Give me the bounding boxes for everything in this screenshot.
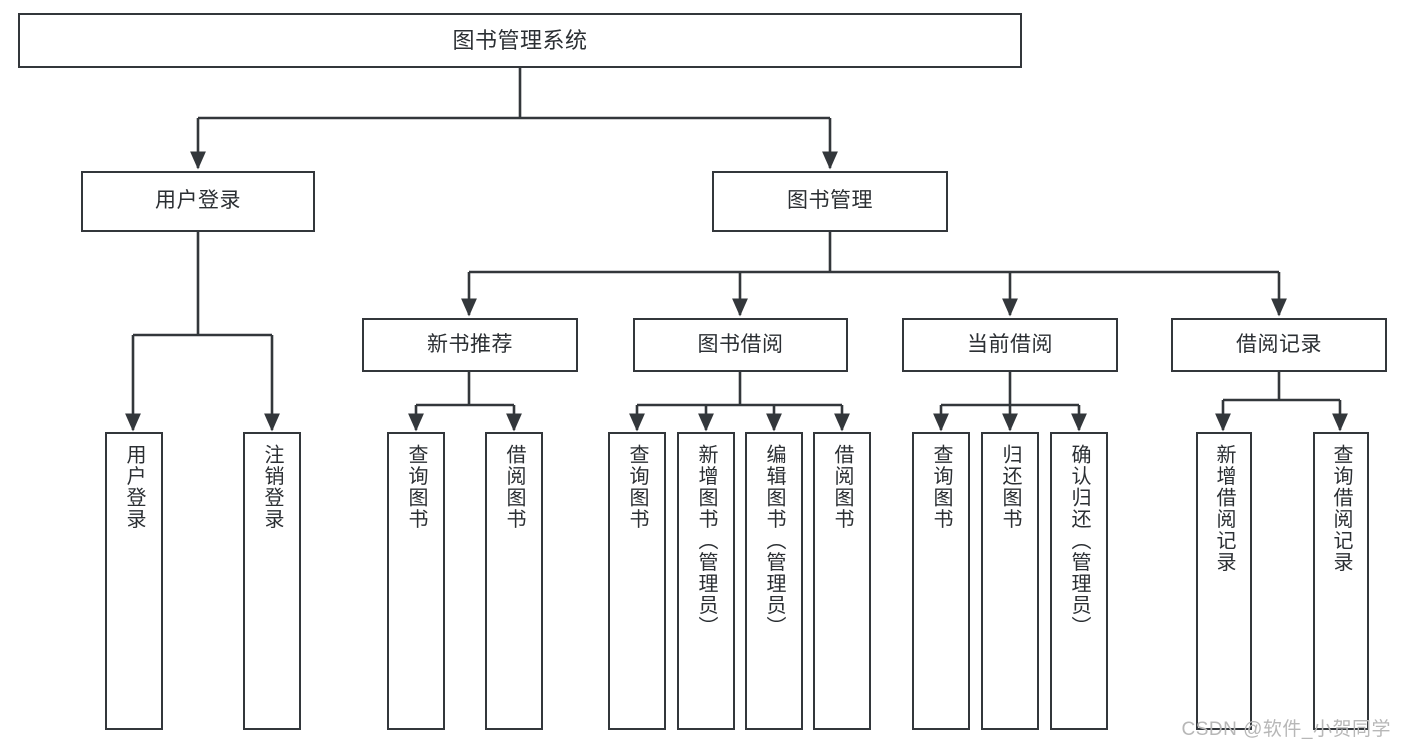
node-leaf-confirm-return-label: 确认归还（管理员） (1068, 444, 1090, 638)
node-leaf-query-record-label: 查询借阅记录 (1330, 444, 1352, 573)
node-current-borrow[interactable]: 当前借阅 (902, 318, 1118, 372)
node-leaf-query-book-2[interactable]: 查询图书 (608, 432, 666, 730)
node-book-management-label: 图书管理 (787, 189, 873, 213)
node-book-borrow[interactable]: 图书借阅 (633, 318, 848, 372)
node-new-book-recommend-label: 新书推荐 (427, 332, 513, 356)
node-root[interactable]: 图书管理系统 (18, 13, 1022, 68)
node-leaf-query-book-3-label: 查询图书 (930, 444, 952, 530)
node-leaf-query-book-1-label: 查询图书 (405, 444, 427, 530)
node-leaf-query-book-3[interactable]: 查询图书 (912, 432, 970, 730)
node-leaf-edit-book-label: 编辑图书（管理员） (763, 444, 785, 638)
node-root-label: 图书管理系统 (452, 27, 588, 53)
node-leaf-user-logout-label: 注销登录 (261, 444, 283, 530)
node-leaf-user-logout[interactable]: 注销登录 (243, 432, 301, 730)
node-leaf-query-book-2-label: 查询图书 (626, 444, 648, 530)
node-user-login-label: 用户登录 (155, 189, 241, 213)
node-leaf-edit-book[interactable]: 编辑图书（管理员） (745, 432, 803, 730)
watermark-text: CSDN @软件_小贺同学 (1181, 719, 1391, 740)
node-leaf-borrow-book-2-label: 借阅图书 (831, 444, 853, 530)
node-leaf-add-record-label: 新增借阅记录 (1213, 444, 1235, 573)
node-leaf-borrow-book-1-label: 借阅图书 (503, 444, 525, 530)
node-leaf-query-book-1[interactable]: 查询图书 (387, 432, 445, 730)
node-book-borrow-label: 图书借阅 (697, 332, 784, 356)
node-user-login[interactable]: 用户登录 (81, 171, 315, 232)
node-new-book-recommend[interactable]: 新书推荐 (362, 318, 578, 372)
node-borrow-record-label: 借阅记录 (1236, 332, 1322, 356)
node-leaf-user-login[interactable]: 用户登录 (105, 432, 163, 730)
node-leaf-return-book-label: 归还图书 (999, 444, 1021, 530)
node-leaf-add-book[interactable]: 新增图书（管理员） (677, 432, 735, 730)
node-leaf-borrow-book-2[interactable]: 借阅图书 (813, 432, 871, 730)
node-leaf-add-record[interactable]: 新增借阅记录 (1196, 432, 1252, 730)
node-borrow-record[interactable]: 借阅记录 (1171, 318, 1387, 372)
node-leaf-add-book-label: 新增图书（管理员） (695, 444, 717, 638)
node-leaf-query-record[interactable]: 查询借阅记录 (1313, 432, 1369, 730)
node-leaf-return-book[interactable]: 归还图书 (981, 432, 1039, 730)
node-current-borrow-label: 当前借阅 (967, 332, 1053, 356)
node-leaf-user-login-label: 用户登录 (123, 444, 145, 530)
node-leaf-confirm-return[interactable]: 确认归还（管理员） (1050, 432, 1108, 730)
node-leaf-borrow-book-1[interactable]: 借阅图书 (485, 432, 543, 730)
node-book-management[interactable]: 图书管理 (712, 171, 948, 232)
